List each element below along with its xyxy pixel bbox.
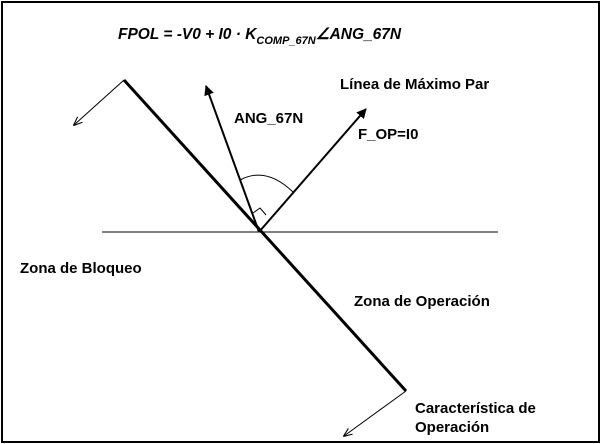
angle-arc — [239, 174, 294, 193]
max-torque-vector — [258, 108, 367, 233]
characteristic-end-arrow-top — [74, 79, 125, 125]
operating-characteristic-line — [122, 78, 408, 393]
characteristic-label-line1: Característica de — [415, 400, 536, 417]
operating-zone-label: Zona de Operación — [354, 293, 490, 310]
f-op-label: F_OP=I0 — [358, 126, 418, 143]
characteristic-label-line2: Operación — [415, 419, 489, 436]
formula-text: FPOL = -V0 + I0 · KCOMP_67N∠ANG_67N — [118, 26, 402, 47]
formula-rhs: ∠ANG_67N — [316, 26, 402, 43]
characteristic-end-arrow-bottom — [344, 390, 407, 436]
right-angle-marker — [252, 207, 267, 216]
max-torque-line-label: Línea de Máximo Par — [340, 76, 489, 93]
ang-67n-label: ANG_67N — [234, 110, 303, 127]
formula-subscript: COMP_67N — [256, 35, 316, 47]
formula-lhs: FPOL = -V0 + I0 · K — [118, 26, 258, 43]
blocking-zone-label: Zona de Bloqueo — [20, 260, 142, 277]
ang-67n-vector — [204, 85, 260, 233]
